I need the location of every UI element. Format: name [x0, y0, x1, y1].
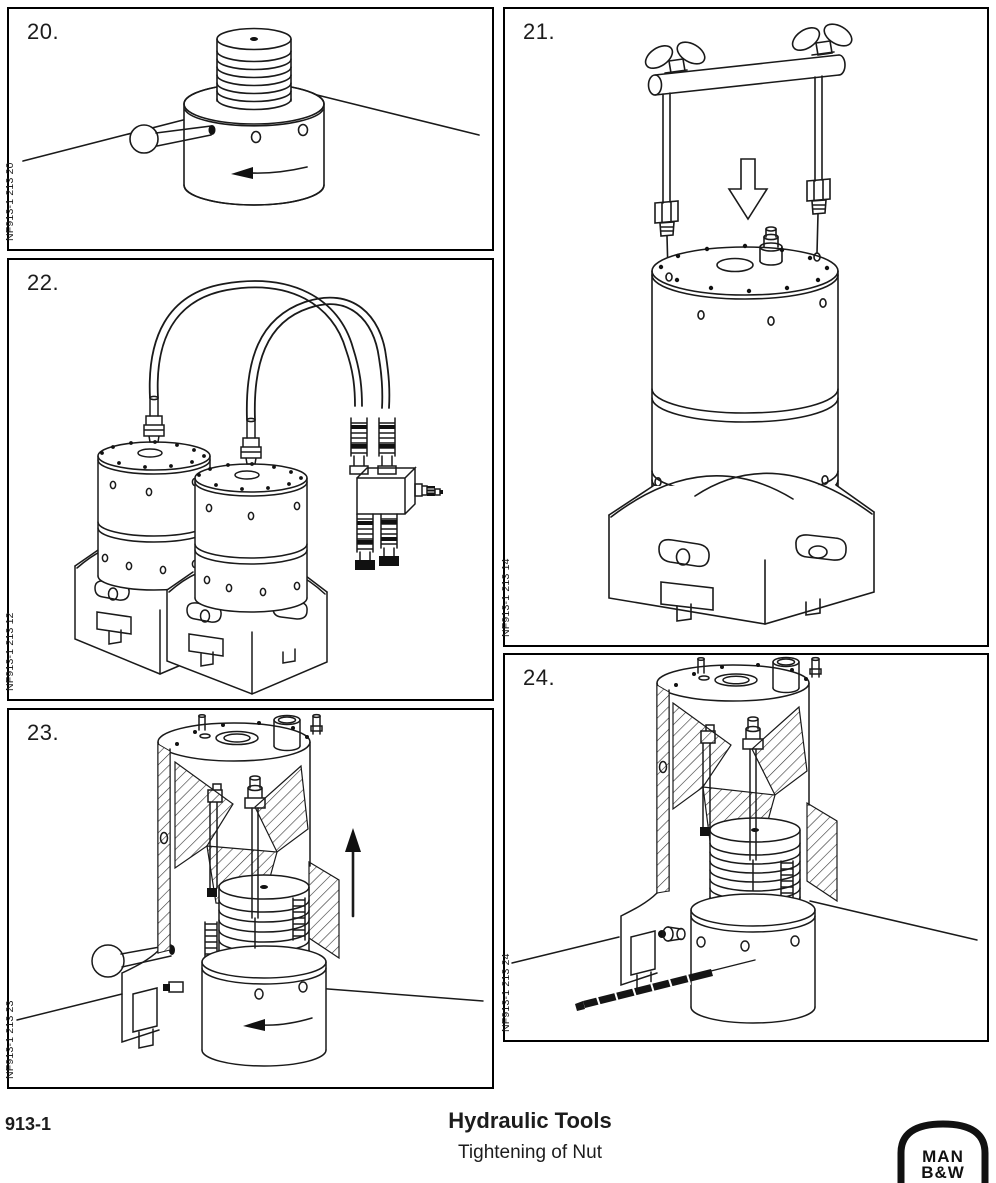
hydraulic-hoses	[148, 280, 391, 421]
distributor-block	[349, 417, 443, 570]
figure-23-sectioned-jack-illustration	[16, 713, 484, 1067]
figure-number: 24.	[523, 665, 556, 690]
figure-panel-24: 24. NF913-1 213 24	[500, 653, 989, 1042]
wing-nut	[791, 23, 853, 56]
figure-number: 23.	[27, 720, 60, 745]
figure-panel-22: 22. NF913-1 213 12	[4, 258, 494, 701]
up-arrow-icon	[345, 828, 361, 918]
figure-22-jacks-and-hoses-illustration	[74, 280, 443, 695]
figure-id-label: NF913-1 213 23	[4, 1000, 16, 1079]
down-arrow-icon	[727, 158, 769, 221]
page-footer: 913-1 Hydraulic Tools Tightening of Nut …	[0, 1100, 996, 1183]
center-stud	[742, 716, 764, 891]
figure-panel-21: 21. NF913-1 213 14	[500, 7, 989, 647]
wing-nut	[644, 41, 706, 74]
figure-id-label: NF913-1 213 20	[4, 162, 16, 241]
figure-panel-20: 20. NF913-1 213 20	[4, 7, 494, 251]
rotation-arrow-icon	[243, 1017, 313, 1031]
logo-text-bw: B&W	[921, 1163, 965, 1182]
figure-number: 22.	[27, 270, 60, 295]
page-title: Hydraulic Tools	[448, 1108, 612, 1133]
feeler-gauge	[575, 959, 756, 1011]
man-bw-logo: MAN B&W	[897, 1120, 989, 1183]
figure-21-lifting-tool-illustration	[608, 23, 875, 625]
figure-number: 21.	[523, 19, 556, 44]
figure-number: 20.	[27, 19, 60, 44]
oil-nipple	[759, 226, 783, 266]
center-stud	[244, 775, 266, 949]
figure-id-label: NF913-1 213 24	[500, 953, 512, 1032]
figure-id-label: NF913-1 213 12	[4, 612, 16, 691]
section-number: 913-1	[5, 1114, 52, 1134]
tommy-bar	[129, 124, 216, 154]
logo-text-man: MAN	[922, 1147, 964, 1166]
figure-id-label: NF913-1 213 14	[500, 558, 512, 637]
figure-24-sectioned-jack-feeler-gauge-illustration	[511, 656, 978, 1024]
figure-20-round-nut-illustration	[22, 27, 480, 206]
spring	[292, 897, 306, 941]
rotation-arrow-icon	[231, 166, 308, 179]
figure-panel-23: 23. NF913-1 213 23	[4, 708, 494, 1089]
page-subtitle: Tightening of Nut	[458, 1142, 602, 1163]
